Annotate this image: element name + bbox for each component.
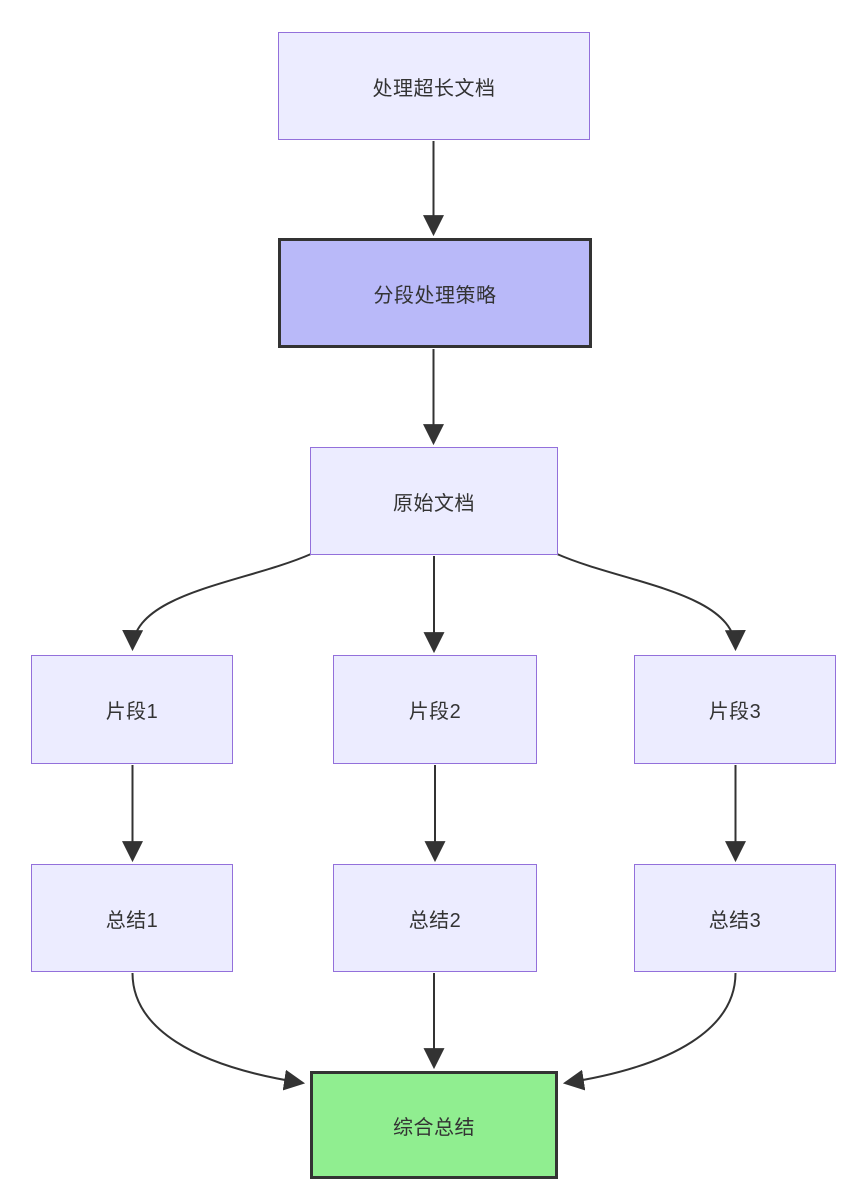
node-combined-summary: 综合总结	[310, 1071, 558, 1179]
node-fragment-2: 片段2	[333, 655, 537, 764]
node-segmentation-strategy: 分段处理策略	[278, 238, 592, 348]
node-label: 总结1	[105, 909, 159, 932]
node-label: 片段3	[708, 701, 762, 723]
edge-e1-f	[131, 972, 306, 1091]
node-label: 处理超长文档	[372, 77, 496, 100]
edge-e3-f	[562, 972, 737, 1091]
node-process-long-document: 处理超长文档	[278, 32, 590, 140]
node-summary-2: 总结2	[333, 864, 537, 972]
node-fragment-3: 片段3	[634, 655, 836, 764]
node-summary-3: 总结3	[634, 864, 836, 972]
node-summary-1: 总结1	[31, 864, 233, 972]
node-fragment-1: 片段1	[31, 655, 233, 764]
node-label: 片段1	[105, 701, 159, 723]
node-label: 综合总结	[393, 1116, 475, 1139]
node-original-document: 原始文档	[310, 447, 558, 555]
node-label: 总结2	[408, 909, 462, 932]
node-label: 分段处理策略	[373, 284, 497, 307]
node-label: 片段2	[408, 701, 462, 723]
node-label: 原始文档	[393, 492, 475, 515]
node-label: 总结3	[708, 909, 762, 932]
edge-c-d1	[122, 553, 312, 652]
edge-c-d3	[556, 553, 746, 652]
